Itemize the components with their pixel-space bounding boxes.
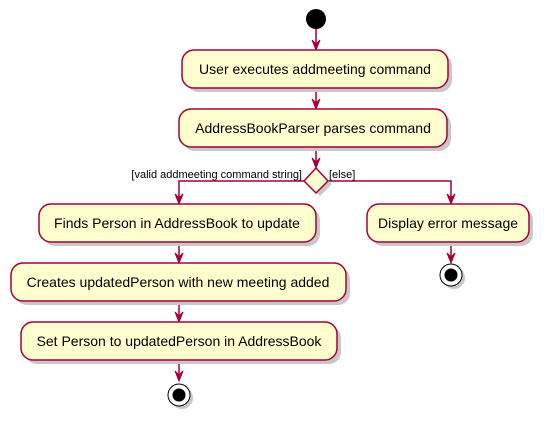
edge-decision-to-finds xyxy=(178,180,304,200)
arrowhead xyxy=(174,193,184,206)
action-finds-person: Finds Person in AddressBook to update xyxy=(38,203,320,246)
arrowhead xyxy=(311,98,321,111)
action-label: User executes addmeeting command xyxy=(199,61,431,77)
action-label: Display error message xyxy=(378,215,518,231)
arrowhead xyxy=(174,370,184,383)
action-set-person: Set Person to updatedPerson in AddressBo… xyxy=(20,321,341,364)
arrowhead xyxy=(174,252,184,265)
action-parser-parses-command: AddressBookParser parses command xyxy=(178,108,451,151)
action-label: Creates updatedPerson with new meeting a… xyxy=(27,274,330,290)
decision-diamond xyxy=(302,166,332,196)
arrowhead xyxy=(311,39,321,52)
action-user-executes-command: User executes addmeeting command xyxy=(181,49,452,92)
action-display-error: Display error message xyxy=(366,203,533,246)
action-label: Set Person to updatedPerson in AddressBo… xyxy=(37,333,323,349)
guard-valid-command: [valid addmeeting command string] xyxy=(131,169,302,181)
start-node xyxy=(306,9,326,29)
end-node xyxy=(167,383,193,409)
edges xyxy=(174,29,456,383)
arrowhead xyxy=(446,193,456,206)
action-label: AddressBookParser parses command xyxy=(195,120,431,136)
arrowhead xyxy=(311,157,321,170)
end-node xyxy=(439,263,465,289)
arrowhead xyxy=(446,252,456,265)
action-creates-updated-person: Creates updatedPerson with new meeting a… xyxy=(10,262,350,305)
edge-decision-to-error xyxy=(328,180,452,200)
guard-else: [else] xyxy=(329,169,355,181)
action-label: Finds Person in AddressBook to update xyxy=(54,215,300,231)
arrowhead xyxy=(174,311,184,324)
